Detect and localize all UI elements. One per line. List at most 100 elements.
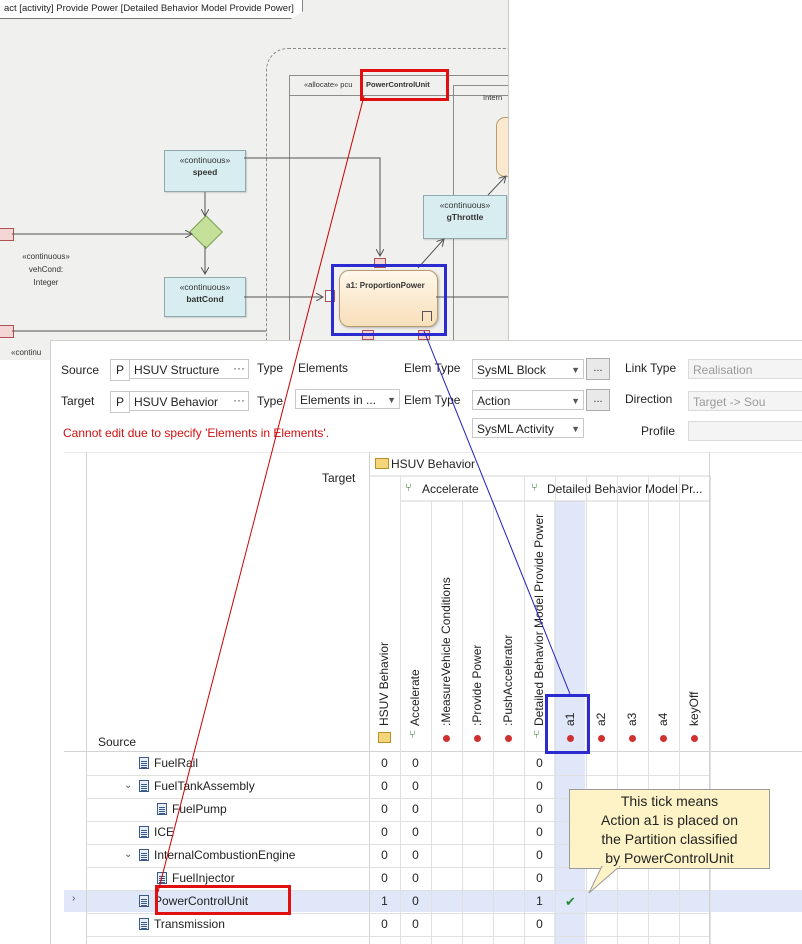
target-elemtype-browse-button[interactable]: ... — [586, 389, 610, 411]
ellipsis-icon[interactable]: ··· — [233, 361, 245, 375]
source-elemtype-select[interactable]: SysML Block ▼ — [472, 359, 584, 379]
matrix-cell[interactable]: 0 — [381, 802, 388, 816]
action-a1-label: a1: ProportionPower — [346, 281, 425, 290]
target-elemtype-label: Elem Type — [404, 393, 461, 407]
activity-icon: ⑂ — [409, 729, 416, 741]
target-package-field[interactable]: HSUV Behavior ··· — [129, 391, 249, 411]
link-type-select[interactable]: Realisation — [688, 359, 802, 379]
target-type-label: Type — [257, 394, 284, 408]
matrix-cell[interactable]: 1 — [536, 894, 543, 908]
matrix-cell[interactable]: 0 — [412, 825, 419, 839]
matrix-cell[interactable]: 0 — [412, 779, 419, 793]
highlight-action-a1 — [331, 264, 447, 336]
source-elemtype-browse-button[interactable]: ... — [586, 358, 610, 380]
vehcond-line2: vehCond: — [28, 265, 64, 274]
matrix-cell[interactable]: 0 — [536, 779, 543, 793]
source-type-value[interactable]: Elements — [298, 361, 349, 375]
chevron-down-icon[interactable]: ▼ — [571, 396, 580, 406]
matrix-cell[interactable]: 0 — [536, 917, 543, 931]
matrix-cell[interactable]: 0 — [412, 917, 419, 931]
chevron-down-icon[interactable]: ▼ — [571, 365, 580, 375]
activity-diagram: act [activity] Provide Power [Detailed B… — [0, 0, 509, 360]
expand-chevron-icon[interactable]: ⌄ — [124, 849, 133, 860]
direction-label: Direction — [625, 392, 673, 406]
source-label: Source — [61, 363, 100, 377]
matrix-cell[interactable]: 0 — [412, 756, 419, 770]
matrix-cell[interactable]: 0 — [536, 802, 543, 816]
matrix-cell[interactable]: 0 — [412, 802, 419, 816]
partition-classifier: PowerControlUnit — [366, 80, 430, 89]
highlight-column-a1 — [545, 694, 590, 754]
target-elemtype-select[interactable]: Action ▼ — [472, 390, 584, 410]
matrix-cell[interactable]: 1 — [381, 894, 388, 908]
target-package-value: HSUV Behavior — [134, 395, 219, 409]
accelposit-label: «continu accelPosit — [11, 347, 47, 360]
target-type-select[interactable]: Elements in ... ▼ — [295, 389, 400, 409]
block-icon — [139, 918, 149, 930]
matrix-cell[interactable]: 0 — [412, 848, 419, 862]
expand-chevron-icon[interactable]: ⌄ — [124, 780, 133, 791]
action-icon — [443, 735, 450, 742]
target-package-button[interactable]: P — [110, 391, 130, 413]
rake-icon — [422, 311, 432, 321]
folder-icon — [378, 732, 391, 743]
target-elemtype-value: Action — [477, 394, 511, 408]
row-label[interactable]: Transmission — [154, 917, 225, 931]
ellipsis-icon[interactable]: ··· — [233, 393, 245, 407]
source-type-label: Type — [257, 361, 284, 375]
matrix-cell[interactable]: 0 — [536, 756, 543, 770]
link-type-label: Link Type — [625, 361, 677, 375]
matrix-cell[interactable]: 0 — [381, 756, 388, 770]
grid-lines — [64, 452, 802, 944]
chevron-down-icon[interactable]: ▼ — [387, 395, 396, 405]
block-icon — [139, 757, 149, 769]
block-gthrottle: «continuous» gThrottle — [423, 195, 507, 239]
row-label[interactable]: PowerControlUnit — [154, 894, 249, 908]
matrix-cell[interactable]: 0 — [381, 825, 388, 839]
matrix-cell[interactable]: 0 — [381, 848, 388, 862]
folder-icon — [375, 458, 389, 469]
action-icon — [660, 735, 667, 742]
activity-icon: ⑂ — [533, 729, 540, 741]
source-package-field[interactable]: HSUV Structure··· — [129, 359, 249, 379]
action-icon — [598, 735, 605, 742]
action-icon — [629, 735, 636, 742]
vehcond-line3: Integer — [33, 278, 59, 287]
matrix-cell[interactable]: 0 — [381, 779, 388, 793]
direction-select[interactable]: Target -> Sou — [688, 391, 802, 411]
source-elemtype-label: Elem Type — [404, 361, 461, 375]
matrix-cell[interactable]: 0 — [381, 871, 388, 885]
partition-header — [289, 75, 508, 96]
action-icon — [691, 735, 698, 742]
tick-icon[interactable]: ✔ — [565, 894, 576, 909]
block-name: gThrottle — [446, 212, 484, 222]
accelposit-line2: accelPosit — [11, 358, 47, 360]
matrix-cell[interactable]: 0 — [536, 848, 543, 862]
accelposit-line1: «continu — [11, 348, 42, 357]
profile-select[interactable] — [688, 421, 802, 441]
callout-note: This tick means Action a1 is placed on t… — [569, 789, 770, 869]
matrix-cell[interactable]: 0 — [536, 871, 543, 885]
diagram-frame-title: act [activity] Provide Power [Detailed B… — [0, 0, 303, 19]
error-message: Cannot edit due to specify 'Elements in … — [63, 426, 330, 440]
source-package-button[interactable]: P — [110, 359, 130, 381]
action-icon — [505, 735, 512, 742]
target-elemtype2-select[interactable]: SysML Activity ▼ — [472, 418, 584, 438]
callout-line1: This tick means — [620, 793, 719, 809]
chevron-down-icon[interactable]: ▼ — [571, 424, 580, 434]
matrix-cell[interactable]: 0 — [412, 894, 419, 908]
matrix-cell[interactable]: 0 — [412, 871, 419, 885]
target-type-value: Elements in ... — [300, 393, 377, 407]
direction-value: Target -> Sou — [693, 395, 766, 409]
matrix-cell[interactable]: 0 — [381, 917, 388, 931]
activity-icon: ⑂ — [405, 482, 412, 494]
source-axis-label: Source — [98, 735, 137, 749]
source-elemtype-value: SysML Block — [477, 363, 546, 377]
block-stereotype: «continuous» — [439, 200, 491, 210]
block-icon — [139, 895, 149, 907]
action-pin-top — [374, 258, 386, 268]
matrix-cell[interactable]: 0 — [536, 825, 543, 839]
relationship-matrix: Source P HSUV Structure··· Type Elements… — [50, 340, 802, 944]
group-detailed-behavior: Detailed Behavior Model Pr... — [547, 482, 703, 496]
target-elemtype2-value: SysML Activity — [477, 422, 554, 436]
